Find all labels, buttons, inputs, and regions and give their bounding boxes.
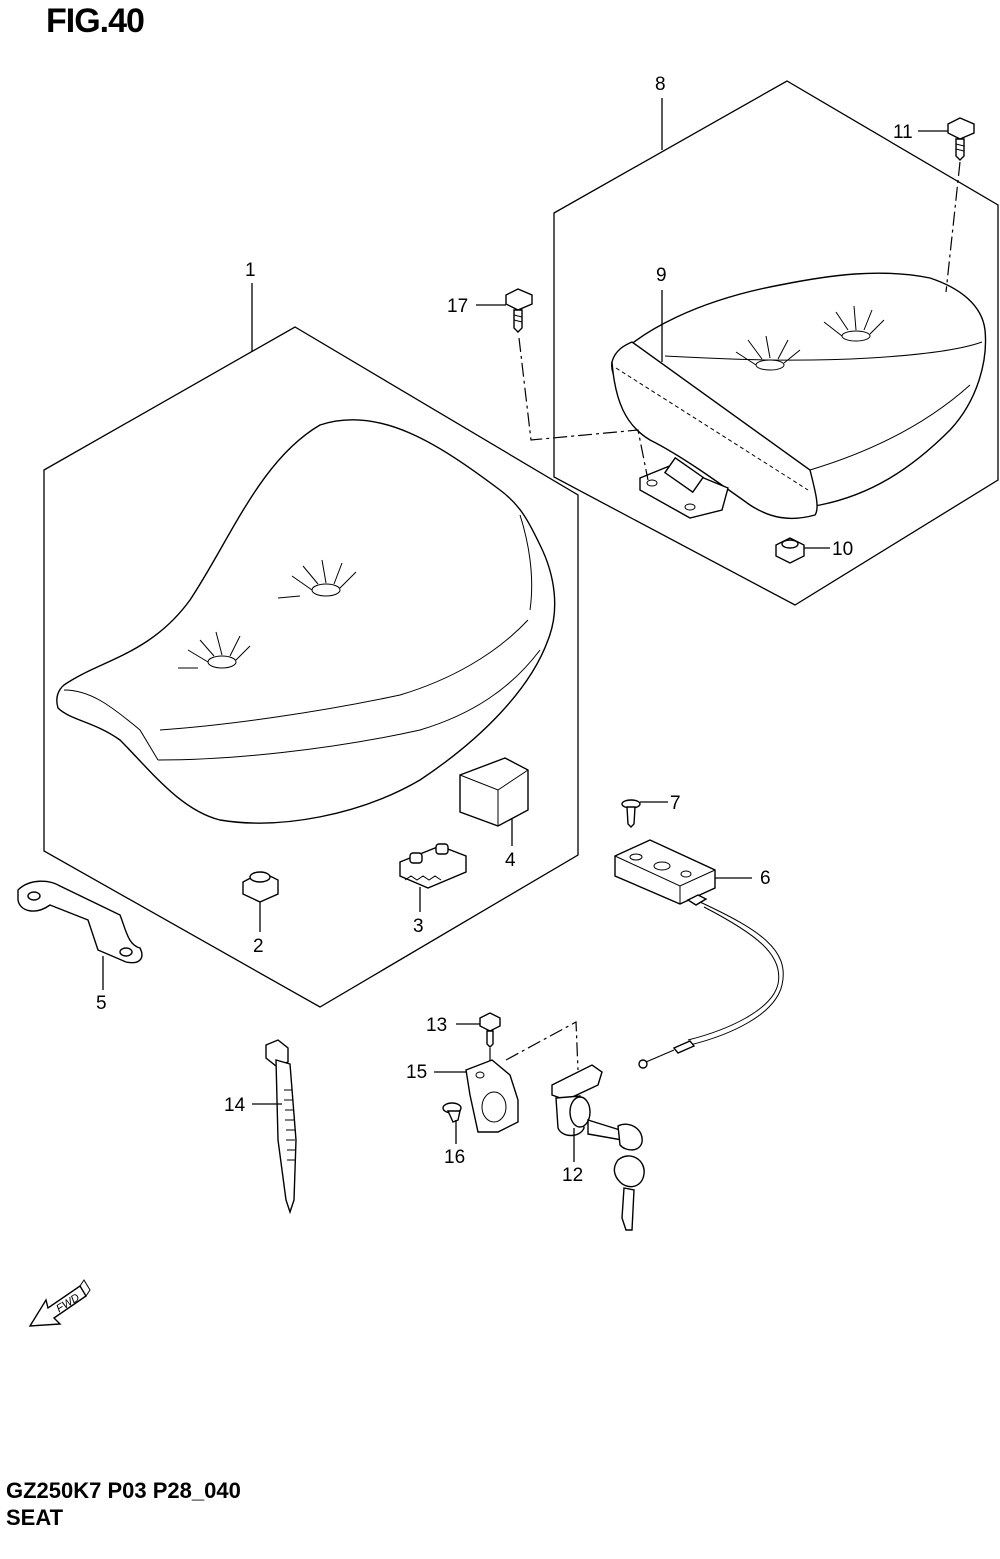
callout-6: 6 <box>760 868 771 889</box>
cable-tie-part-14 <box>265 1039 297 1215</box>
fwd-arrow-icon: FWD <box>28 1279 91 1327</box>
rear-seat-tuft-2 <box>735 335 801 371</box>
bolt-part-17 <box>505 288 533 333</box>
seat-part <box>56 419 556 824</box>
dash-11 <box>945 161 961 293</box>
damper-part-3 <box>399 843 467 889</box>
dash-17 <box>518 337 649 481</box>
screw-part-16 <box>442 1102 462 1123</box>
screw-part-7 <box>621 799 641 828</box>
nut-part-10 <box>775 537 805 564</box>
cable-part-6 <box>614 839 784 1069</box>
callout-7: 7 <box>670 793 681 814</box>
callout-15: 15 <box>406 1062 427 1083</box>
callout-8: 8 <box>655 74 666 95</box>
dash-15 <box>505 1021 579 1071</box>
block-part-4 <box>459 757 529 827</box>
callout-1: 1 <box>245 260 256 281</box>
callout-9: 9 <box>656 265 667 286</box>
callout-16: 16 <box>444 1147 465 1168</box>
diagram-name: SEAT <box>6 1505 64 1530</box>
diagram-code: GZ250K7 P03 P28_040 <box>6 1478 241 1503</box>
bolt-part-11 <box>947 117 975 161</box>
rear-seat-group-outline <box>553 80 999 606</box>
nut-part-2 <box>242 871 279 903</box>
callout-11: 11 <box>893 122 913 143</box>
callout-5: 5 <box>96 993 107 1014</box>
seat-group-outline <box>43 326 579 1008</box>
bracket-part-5 <box>17 880 143 964</box>
callout-4: 4 <box>505 850 516 871</box>
callout-2: 2 <box>253 936 264 957</box>
seat-tuft-1 <box>277 559 357 599</box>
bracket-part-15 <box>465 1059 519 1133</box>
callout-17: 17 <box>447 296 468 317</box>
seat-tuft-2 <box>178 631 251 669</box>
callout-14: 14 <box>224 1095 246 1116</box>
callout-12: 12 <box>562 1165 583 1186</box>
rear-seat-tuft-1 <box>823 305 885 342</box>
callout-13: 13 <box>426 1015 447 1036</box>
figure-title: FIG.40 <box>46 2 145 40</box>
bolt-part-13 <box>479 1012 501 1048</box>
callout-10: 10 <box>832 539 853 560</box>
rear-seat-part-9 <box>611 272 987 520</box>
callout-3: 3 <box>413 916 424 937</box>
lock-set-part-12 <box>551 1064 645 1231</box>
